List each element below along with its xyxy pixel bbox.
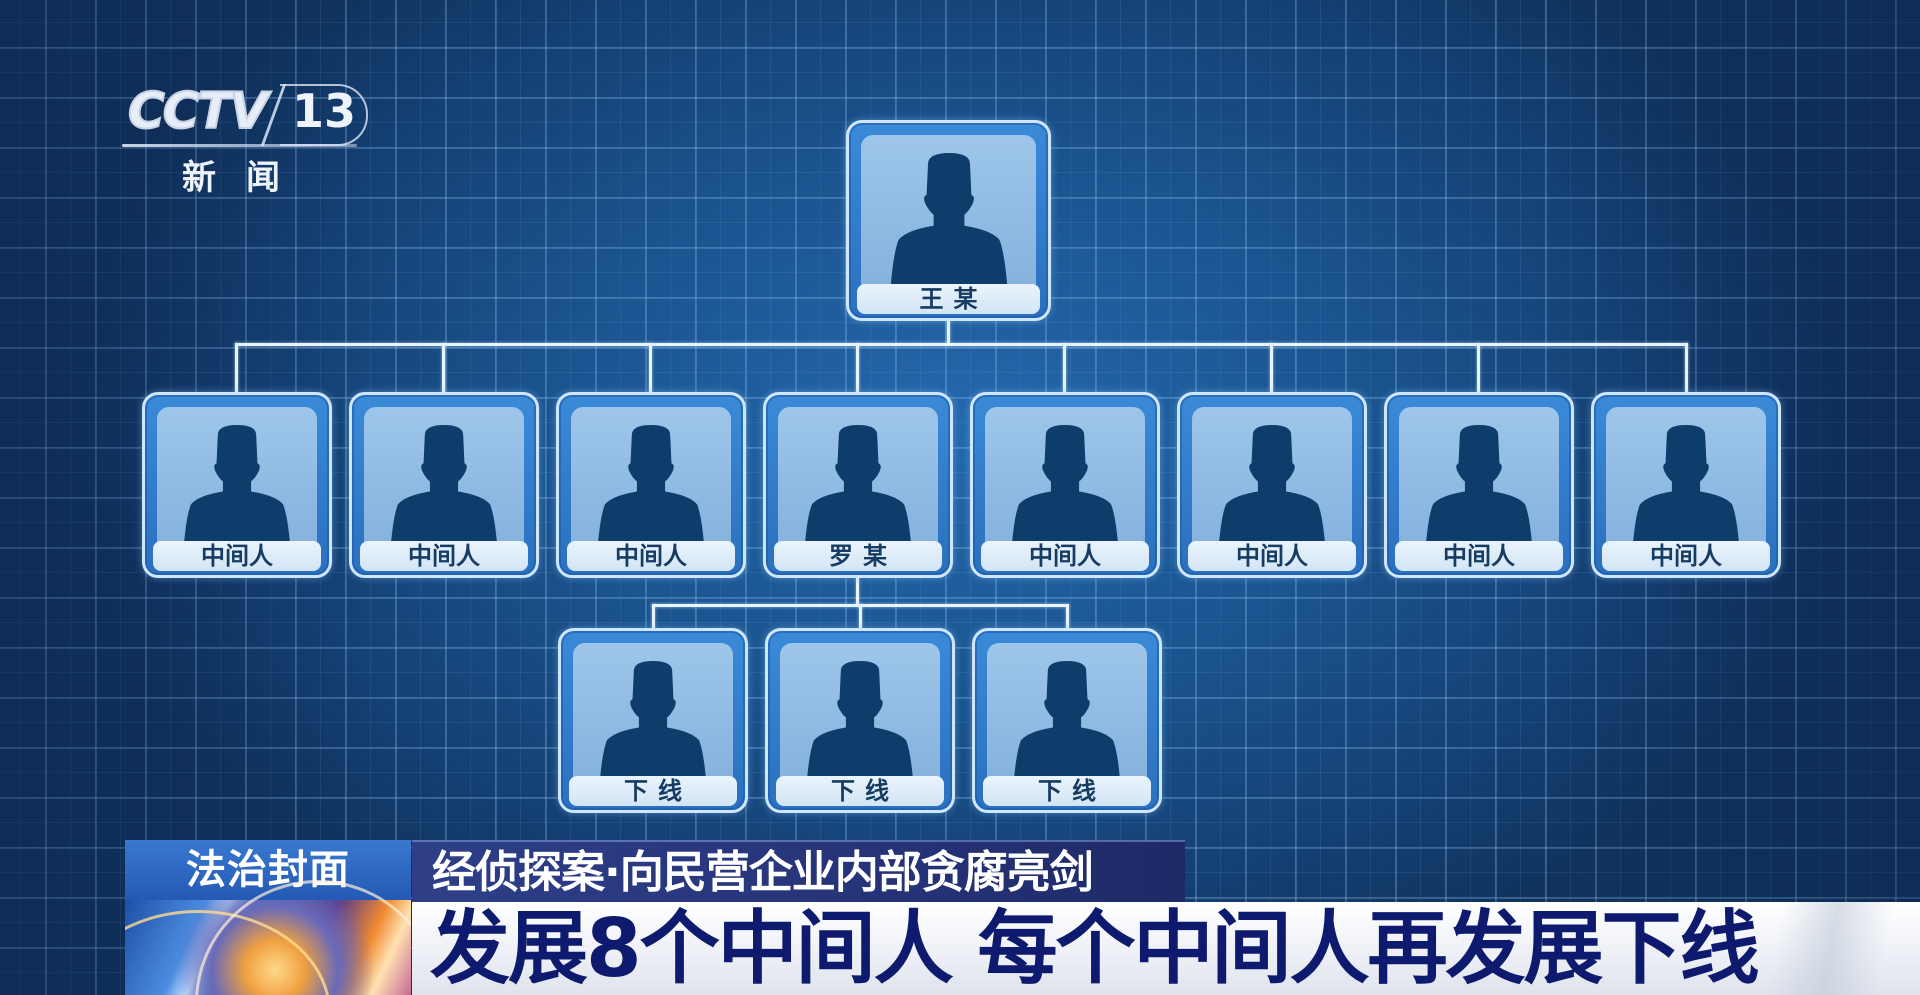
connector-drop bbox=[1685, 343, 1688, 393]
person-card-middle: 中间人 bbox=[556, 392, 746, 578]
person-label: 下线 bbox=[983, 776, 1151, 806]
logo-channel-number: 13 bbox=[292, 84, 357, 138]
connector-middle-bar bbox=[235, 343, 1688, 346]
person-silhouette-icon bbox=[1632, 425, 1740, 553]
logo-underline bbox=[122, 144, 357, 147]
connector-drop bbox=[1066, 604, 1069, 629]
channel-logo: CCTV 13 新闻 bbox=[122, 78, 372, 198]
person-label: 王某 bbox=[857, 284, 1040, 314]
person-card-bottom: 下线 bbox=[558, 628, 748, 813]
person-label: 下线 bbox=[776, 776, 944, 806]
person-label: 中间人 bbox=[1395, 541, 1563, 571]
connector-top-stem bbox=[947, 320, 950, 345]
person-silhouette-icon bbox=[1011, 425, 1119, 553]
person-silhouette-icon bbox=[390, 425, 498, 553]
person-card-bottom: 下线 bbox=[972, 628, 1162, 813]
card-panel bbox=[861, 135, 1036, 308]
person-card-middle: 中间人 bbox=[970, 392, 1160, 578]
connector-drop bbox=[649, 343, 652, 393]
card-panel bbox=[1606, 407, 1766, 565]
person-label: 中间人 bbox=[153, 541, 321, 571]
card-panel bbox=[573, 643, 733, 800]
person-card-bottom: 下线 bbox=[765, 628, 955, 813]
card-panel bbox=[780, 643, 940, 800]
person-silhouette-icon bbox=[597, 425, 705, 553]
person-label: 罗某 bbox=[774, 541, 942, 571]
person-silhouette-icon bbox=[889, 153, 1008, 293]
person-card-middle: 中间人 bbox=[142, 392, 332, 578]
card-panel bbox=[571, 407, 731, 565]
connector-luo-stem bbox=[856, 577, 859, 606]
connector-drop bbox=[1063, 343, 1066, 393]
person-label: 中间人 bbox=[567, 541, 735, 571]
person-card-middle: 中间人 bbox=[1384, 392, 1574, 578]
card-panel bbox=[1399, 407, 1559, 565]
person-card-top: 王某 bbox=[846, 120, 1051, 321]
card-panel bbox=[157, 407, 317, 565]
person-silhouette-icon bbox=[1013, 661, 1121, 789]
person-label: 下线 bbox=[569, 776, 737, 806]
person-silhouette-icon bbox=[1218, 425, 1326, 553]
connector-drop bbox=[859, 604, 862, 629]
person-silhouette-icon bbox=[804, 425, 912, 553]
person-label: 中间人 bbox=[1602, 541, 1770, 571]
logo-brand: CCTV bbox=[127, 81, 269, 141]
person-card-luo: 罗某 bbox=[763, 392, 953, 578]
person-silhouette-icon bbox=[806, 661, 914, 789]
person-card-middle: 中间人 bbox=[1591, 392, 1781, 578]
connector-drop bbox=[856, 343, 859, 393]
person-label: 中间人 bbox=[360, 541, 528, 571]
person-silhouette-icon bbox=[599, 661, 707, 789]
person-silhouette-icon bbox=[1425, 425, 1533, 553]
program-logo: 法治封面 bbox=[125, 840, 411, 995]
person-card-middle: 中间人 bbox=[349, 392, 539, 578]
person-label: 中间人 bbox=[981, 541, 1149, 571]
logo-subtitle: 新闻 bbox=[182, 158, 310, 198]
news-headline-bar: 发展8个中间人 每个中间人再发展下线 bbox=[412, 902, 1920, 995]
connector-drop bbox=[1270, 343, 1273, 393]
news-headline: 发展8个中间人 每个中间人再发展下线 bbox=[430, 902, 1760, 995]
connector-drop bbox=[1477, 343, 1480, 393]
card-panel bbox=[364, 407, 524, 565]
card-panel bbox=[778, 407, 938, 565]
connector-drop bbox=[652, 604, 655, 629]
card-panel bbox=[1192, 407, 1352, 565]
news-subtitle-bar: 经侦探案·向民营企业内部贪腐亮剑 bbox=[412, 840, 1185, 902]
person-card-middle: 中间人 bbox=[1177, 392, 1367, 578]
globe-artwork bbox=[125, 880, 411, 995]
card-panel bbox=[987, 643, 1147, 800]
person-silhouette-icon bbox=[183, 425, 291, 553]
person-label: 中间人 bbox=[1188, 541, 1356, 571]
card-panel bbox=[985, 407, 1145, 565]
connector-drop bbox=[235, 343, 238, 393]
connector-drop bbox=[442, 343, 445, 393]
